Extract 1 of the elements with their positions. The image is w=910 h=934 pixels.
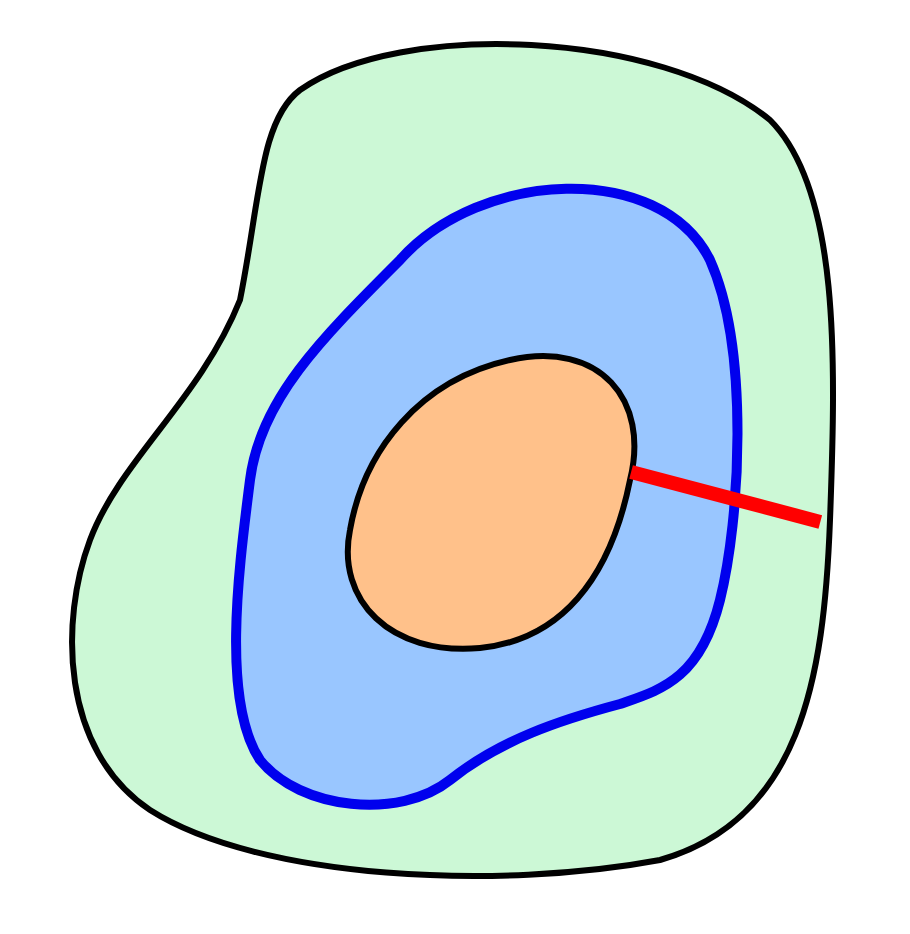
connector-line: [629, 465, 823, 529]
